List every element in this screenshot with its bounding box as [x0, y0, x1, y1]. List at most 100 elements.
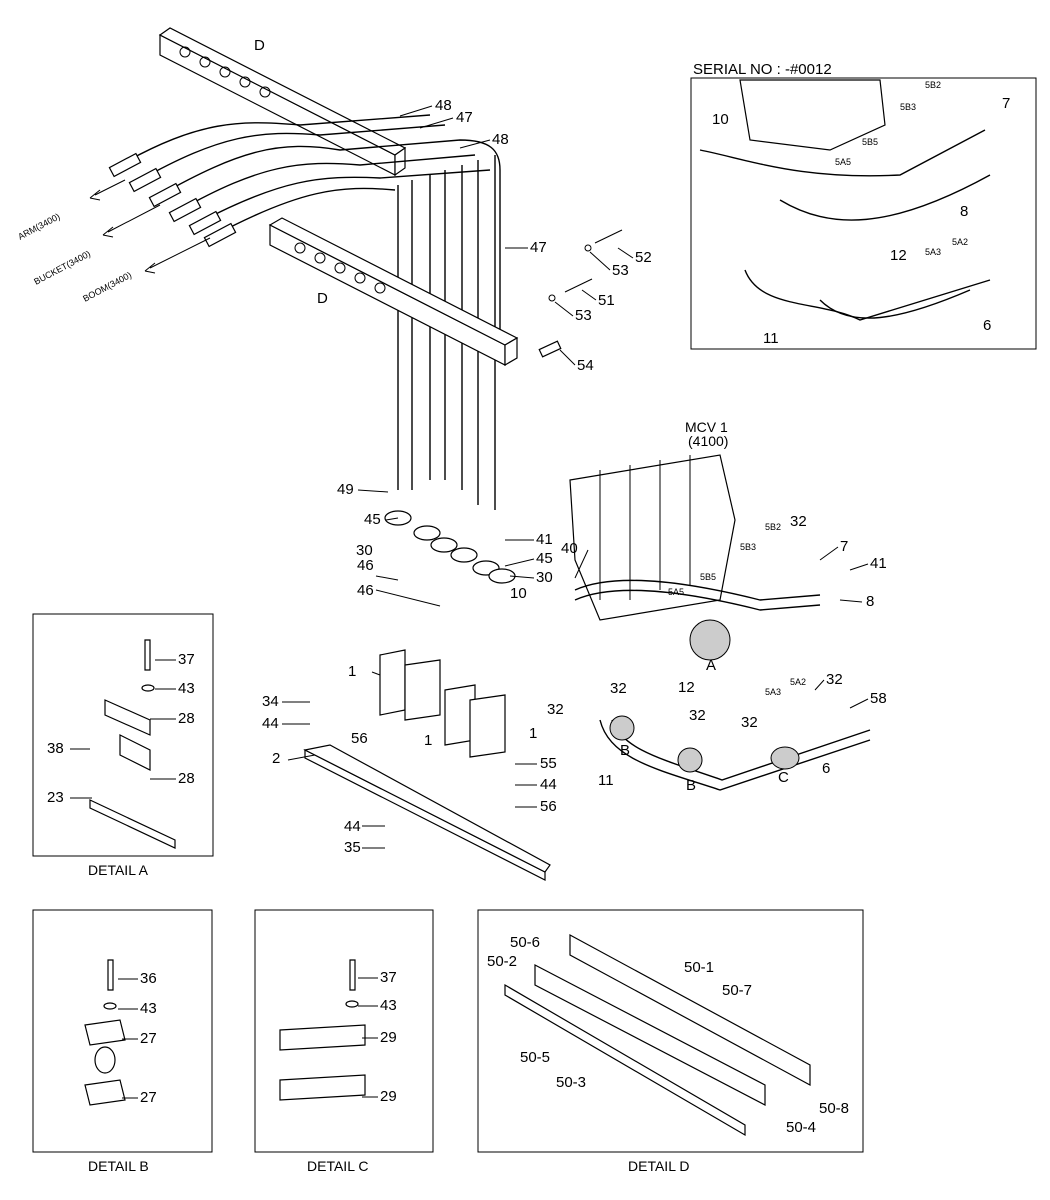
detail-b-callout-27-a: 27 [140, 1030, 157, 1047]
callout-55: 55 [540, 755, 557, 772]
callout-41-a: 41 [536, 531, 553, 548]
inset-callout-12: 12 [890, 247, 907, 264]
callout-48-b: 48 [492, 131, 509, 148]
hose-arrows [89, 179, 211, 274]
detail-d-callout-50-1: 50-1 [684, 959, 714, 976]
detail-c-label: DETAIL C [307, 1158, 368, 1174]
inset-port-5b2: 5B2 [925, 80, 941, 90]
callout-30-b: 30 [536, 569, 553, 586]
callout-32-d: 32 [790, 513, 807, 530]
detail-a-parts [89, 639, 176, 849]
port-label-5a3: 5A3 [765, 687, 781, 697]
callout-44-c: 44 [344, 818, 361, 835]
callout-35: 35 [344, 839, 361, 856]
callout-53-a: 53 [612, 262, 629, 279]
detail-d-label: DETAIL D [628, 1158, 689, 1174]
hose-label-bucket: BUCKET(3400) [32, 249, 92, 287]
callout-b-2: B [686, 777, 696, 794]
detail-a-label: DETAIL A [88, 862, 149, 878]
callout-34: 34 [262, 693, 279, 710]
inset-callout-11: 11 [763, 330, 779, 347]
detail-a-callout-28-b: 28 [178, 770, 195, 787]
detail-b-label: DETAIL B [88, 1158, 149, 1174]
callout-45-b: 45 [536, 550, 553, 567]
inset-callout-10: 10 [712, 111, 729, 128]
callout-d-lower: D [317, 290, 328, 307]
callout-d-upper: D [254, 37, 265, 54]
callout-6: 6 [822, 760, 830, 777]
callout-41-b: 41 [870, 555, 887, 572]
callout-46-b: 46 [357, 582, 374, 599]
detail-d-callout-50-4: 50-4 [786, 1119, 816, 1136]
detail-b-callout-27-b: 27 [140, 1089, 157, 1106]
detail-b-frame [32, 909, 213, 1153]
inset-frame [690, 77, 1037, 350]
callout-54: 54 [577, 357, 594, 374]
callout-c: C [778, 769, 789, 786]
detail-a-callout-23: 23 [47, 789, 64, 806]
inset-port-5a5: 5A5 [835, 157, 851, 167]
detail-a-callout-38: 38 [47, 740, 64, 757]
callout-58: 58 [870, 690, 887, 707]
callout-32-f: 32 [741, 714, 758, 731]
detail-a-callout-43: 43 [178, 680, 195, 697]
hose-fittings-left [108, 152, 237, 248]
mcv-code: (4100) [688, 433, 728, 449]
callout-32-c: 32 [689, 707, 706, 724]
leader-lines [70, 105, 869, 1099]
callout-1-b: 1 [529, 725, 537, 742]
detail-d-callout-50-3: 50-3 [556, 1074, 586, 1091]
valve-blocks [379, 649, 506, 758]
callout-46-a: 46 [357, 557, 374, 574]
detail-d-parts [504, 933, 811, 1137]
callout-49: 49 [337, 481, 354, 498]
lower-bracket-d [268, 217, 519, 367]
callout-51: 51 [598, 292, 615, 309]
callout-2: 2 [272, 750, 280, 767]
bolts-bracket [538, 229, 623, 358]
callout-b-1: B [620, 742, 630, 759]
upper-bracket-d [158, 27, 407, 177]
detail-b-callout-43: 43 [140, 1000, 157, 1017]
serial-number: SERIAL NO : -#0012 [693, 61, 832, 78]
callout-47-a: 47 [456, 109, 473, 126]
callout-45-a: 45 [364, 511, 381, 528]
hose-label-boom: BOOM(3400) [81, 270, 133, 304]
port-label-5b3: 5B3 [740, 542, 756, 552]
detail-d-callout-50-6: 50-6 [510, 934, 540, 951]
detail-c-callout-29-b: 29 [380, 1088, 397, 1105]
inset-callout-7: 7 [1002, 95, 1010, 112]
callout-8: 8 [866, 593, 874, 610]
inset-callout-8: 8 [960, 203, 968, 220]
callouts: D 48 47 48 47 52 53 51 D 53 54 49 45 41 … [47, 37, 1010, 1136]
hose-label-arm: ARM(3400) [16, 211, 61, 241]
callout-30-a: 30 [356, 542, 373, 559]
detail-c-frame [254, 909, 434, 1153]
callout-32-a: 32 [610, 680, 627, 697]
detail-b-callout-36: 36 [140, 970, 157, 987]
callout-44-a: 44 [262, 715, 279, 732]
inset-valve [699, 79, 991, 321]
detail-c-callout-37: 37 [380, 969, 397, 986]
callout-40: 40 [561, 540, 578, 557]
callout-53-b: 53 [575, 307, 592, 324]
callout-11: 11 [598, 772, 614, 789]
callout-32-e: 32 [826, 671, 843, 688]
detail-d-callout-50-5: 50-5 [520, 1049, 550, 1066]
detail-c-callout-43: 43 [380, 997, 397, 1014]
detail-c-callout-29-a: 29 [380, 1029, 397, 1046]
detail-d-frame [477, 909, 864, 1153]
callout-48-a: 48 [435, 97, 452, 114]
detail-d-callout-50-2: 50-2 [487, 953, 517, 970]
callout-44-b: 44 [540, 776, 557, 793]
port-label-5b5: 5B5 [700, 572, 716, 582]
inset-port-5b5: 5B5 [862, 137, 878, 147]
callout-12: 12 [678, 679, 695, 696]
detail-a-frame [32, 613, 214, 857]
callout-56-a: 56 [351, 730, 368, 747]
callout-10: 10 [510, 585, 527, 602]
port-label-5a5: 5A5 [668, 587, 684, 597]
callout-56-b: 56 [540, 798, 557, 815]
callout-7: 7 [840, 538, 848, 555]
